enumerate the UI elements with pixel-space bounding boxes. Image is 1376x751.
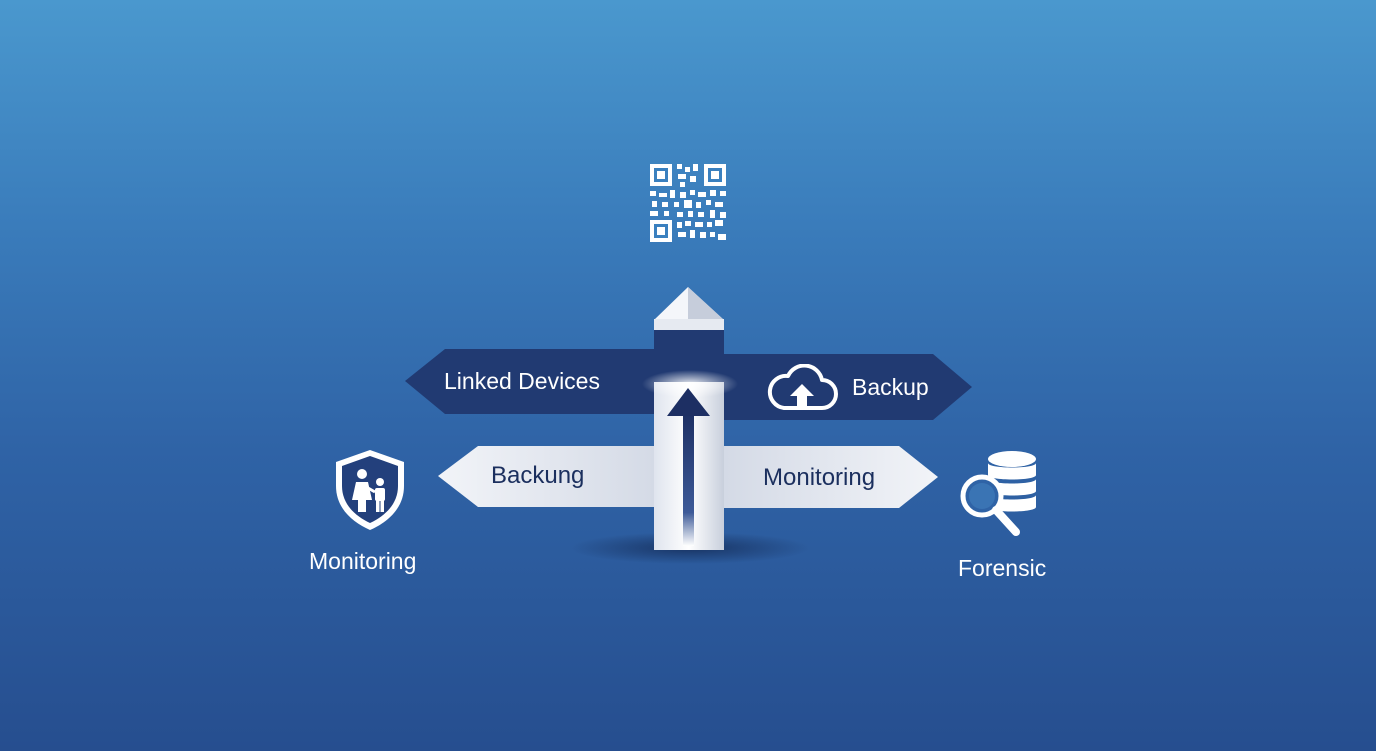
caption-monitoring: Monitoring xyxy=(309,548,417,574)
qr-code-icon xyxy=(650,164,726,242)
sign-backung[interactable]: Backung xyxy=(491,462,585,489)
sign-top-right-shape xyxy=(724,354,972,420)
database-search-icon xyxy=(960,451,1036,536)
pole-arrow-shaft xyxy=(683,412,694,546)
caption-forensic: Forensic xyxy=(958,555,1047,581)
sign-backup[interactable]: Backup xyxy=(852,374,929,400)
sign-bottom-right-shape xyxy=(724,446,938,508)
sign-monitoring[interactable]: Monitoring xyxy=(763,464,876,491)
sign-linked-devices[interactable]: Linked Devices xyxy=(444,368,600,394)
family-shield-icon xyxy=(336,450,404,530)
pole-arrow-head xyxy=(667,388,710,416)
sign-top-left-shape xyxy=(405,349,656,414)
sign-bottom-left-shape xyxy=(438,446,656,507)
cloud-upload-icon xyxy=(767,364,838,410)
